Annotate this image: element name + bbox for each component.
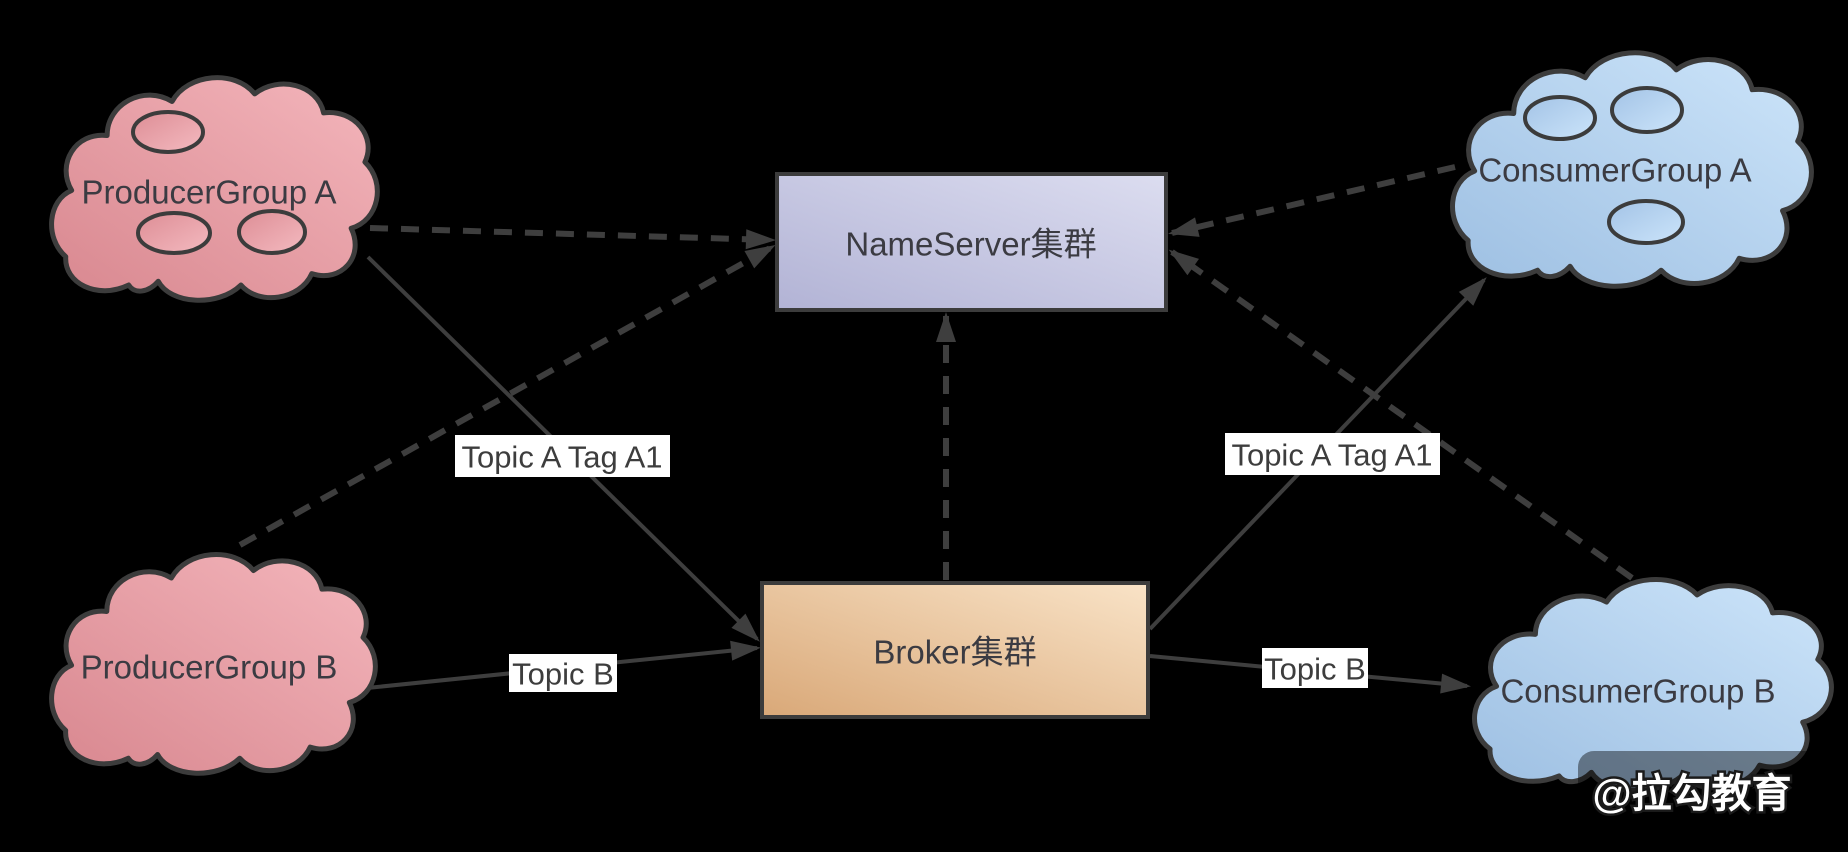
nameserver-node: NameServer集群 xyxy=(775,172,1168,312)
consumer-group-b-label: ConsumerGroup B xyxy=(1500,673,1775,710)
edge-label-bg xyxy=(1262,648,1368,688)
watermark-badge xyxy=(1578,751,1848,817)
edge-consumer-b-to-nameserver xyxy=(1168,249,1634,581)
consumer-instance-ellipse xyxy=(1523,95,1597,141)
producer-group-a-node: ProducerGroup A xyxy=(52,78,378,301)
edge-label-bg xyxy=(455,435,670,477)
producer-instance-ellipse xyxy=(136,211,212,255)
edge-consumer-a-to-nameserver xyxy=(1168,164,1456,237)
edge-label-topic-b-left: Topic B xyxy=(512,657,614,692)
producer-group-a-label: ProducerGroup A xyxy=(82,174,337,211)
edge-producer-a-to-nameserver xyxy=(369,225,776,250)
broker-box xyxy=(760,581,1150,719)
broker-label: Broker集群 xyxy=(873,634,1036,671)
producer-group-b-node: ProducerGroup B xyxy=(52,555,376,774)
consumer-group-b-node: ConsumerGroup B xyxy=(1475,579,1832,790)
edge-label-bg xyxy=(509,654,617,692)
consumer-instance-ellipse xyxy=(1610,86,1684,134)
edge-label-bg xyxy=(1225,433,1440,475)
edge-label-topic-a-tag-a1-right: Topic A Tag A1 xyxy=(1231,438,1432,473)
consumer-group-a-node: ConsumerGroup A xyxy=(1453,53,1812,286)
producer-group-b-label: ProducerGroup B xyxy=(81,649,338,686)
consumer-instance-ellipse xyxy=(1607,199,1685,245)
producer-instance-ellipse xyxy=(131,110,205,154)
nameserver-box xyxy=(775,172,1168,312)
nameserver-label: NameServer集群 xyxy=(845,226,1096,263)
edge-label-topic-b-right: Topic B xyxy=(1264,652,1366,687)
edge-label-topic-a-tag-a1-left: Topic A Tag A1 xyxy=(461,440,662,475)
edge-producer-b-to-nameserver xyxy=(238,244,776,548)
watermark-text: @拉勾教育 xyxy=(1592,772,1791,816)
watermark: @拉勾教育 xyxy=(1578,751,1848,819)
consumer-group-a-label: ConsumerGroup A xyxy=(1478,152,1751,189)
broker-node: Broker集群 xyxy=(760,581,1150,719)
producer-instance-ellipse xyxy=(237,209,307,255)
